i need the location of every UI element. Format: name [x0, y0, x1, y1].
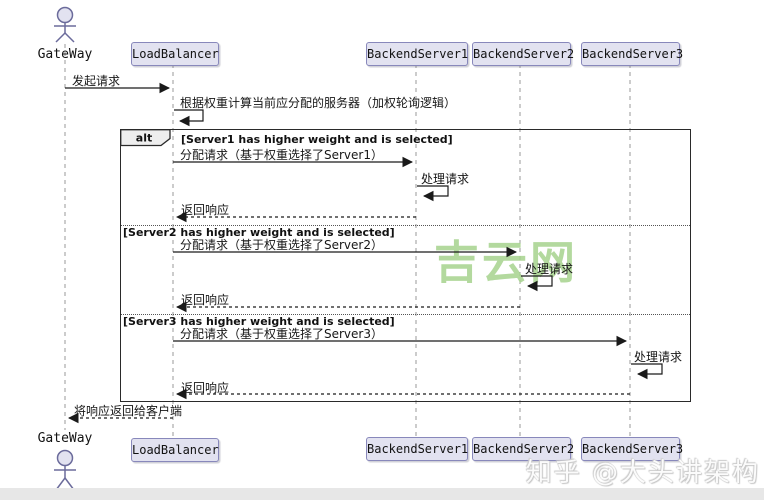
- participant-server1-bottom: BackendServer1: [366, 437, 468, 461]
- participant-server3-bottom: BackendServer3: [581, 437, 683, 461]
- alt-divider-1: [121, 225, 690, 226]
- watermark-credit: 知乎 @大头讲架构: [525, 458, 760, 488]
- msg-initiate-request: 发起请求: [72, 74, 121, 88]
- msg-return-server2: 返回响应: [181, 293, 230, 307]
- lifelines: [64, 44, 631, 438]
- participant-loadbalancer-bottom: LoadBalancer: [131, 438, 219, 462]
- participant-gateway-bottom: GateWay: [37, 431, 93, 446]
- participant-loadbalancer-top: LoadBalancer: [131, 42, 219, 66]
- msg-assign-server1: 分配请求（基于权重选择了Server1）: [180, 148, 383, 162]
- msg-process-server2: 处理请求: [525, 262, 574, 276]
- participant-server1-top: BackendServer1: [366, 42, 468, 66]
- alt-divider-2: [121, 314, 690, 315]
- guard-condition-server2: [Server2 has higher weight and is select…: [123, 226, 395, 239]
- msg-process-server1: 处理请求: [421, 172, 470, 186]
- msg-return-server3: 返回响应: [181, 381, 230, 395]
- guard-condition-server1: [Server1 has higher weight and is select…: [181, 133, 453, 146]
- msg-assign-server3: 分配请求（基于权重选择了Server3）: [180, 327, 383, 341]
- alt-operator-pentagon: alt: [120, 129, 171, 147]
- msg-process-server3: 处理请求: [634, 350, 683, 364]
- participant-gateway-top: GateWay: [37, 47, 93, 62]
- participant-server2-bottom: BackendServer2: [472, 437, 574, 461]
- participant-server3-top: BackendServer3: [581, 42, 683, 66]
- msg-return-to-client: 将响应返回给客户端: [74, 404, 183, 418]
- msg-return-server1: 返回响应: [181, 203, 230, 217]
- msg-assign-server2: 分配请求（基于权重选择了Server2）: [180, 238, 383, 252]
- alt-operator-label: alt: [136, 132, 152, 145]
- actor-top-icon: [54, 6, 76, 43]
- alt-frame: alt: [120, 129, 691, 402]
- page-bottom-margin: [0, 488, 764, 500]
- participant-server2-top: BackendServer2: [472, 42, 574, 66]
- guard-condition-server3: [Server3 has higher weight and is select…: [123, 315, 395, 328]
- actor-bottom-icon: [54, 449, 76, 491]
- msg-compute-weight: 根据权重计算当前应分配的服务器（加权轮询逻辑）: [180, 96, 457, 110]
